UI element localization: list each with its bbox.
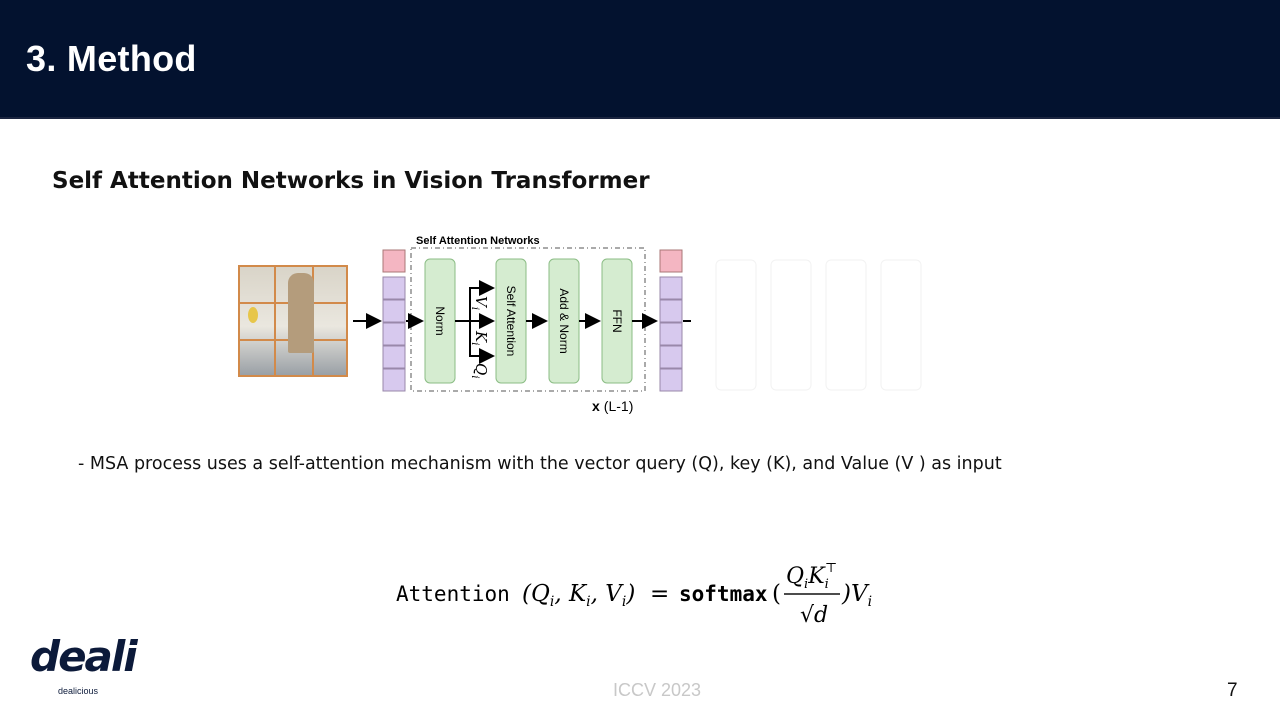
output-tokens [659,249,683,392]
q-label: Qi [469,363,490,379]
arrow-q [469,321,495,364]
input-tokens [382,249,406,392]
page-number: 7 [1227,680,1238,701]
formula-args: (Qi, Ki, Vi) [522,581,635,610]
bullet-msa: - MSA process uses a self-attention mech… [78,454,1002,474]
formula-numerator: QiKi⊤ [786,561,837,592]
section-subtitle: Self Attention Networks in Vision Transf… [52,168,650,194]
svg-text:Vi: Vi [469,296,490,310]
formula-func: Attention [396,582,510,606]
svg-text:Qi: Qi [469,363,490,379]
formula-tail: )Vi [841,581,872,610]
logo-tagline: dealicious [58,686,99,696]
diagram-svg: Self Attention Networks Norm Self Attent… [353,235,691,414]
company-logo: deali dealicious [26,630,138,702]
add-norm-label: Add & Norm [557,288,571,353]
svg-text:Ki: Ki [469,330,490,345]
title-bar: 3. Method [0,0,1280,119]
group-label: Self Attention Networks [416,235,540,247]
input-image-patches [238,265,348,377]
formula-softmax: softmax [679,582,768,606]
self-attention-label: Self Attention [504,286,518,357]
group-box [410,247,646,392]
ffn-label: FFN [610,309,624,332]
svg-text:(: ( [772,581,781,607]
footer-conference: ICCV 2023 [613,680,702,700]
repeat-label: x(L-1) [592,398,633,414]
slide-title: 3. Method [26,38,197,79]
attention-formula: Attention (Qi, Ki, Vi) = softmax ( QiKi⊤… [396,556,896,636]
faded-diagram-remnant [715,259,922,391]
logo-brand: deali [30,632,138,681]
k-label: Ki [469,330,490,345]
v-label: Vi [469,296,490,310]
arrow-v [469,280,495,321]
norm-label: Norm [433,306,447,335]
formula-svg: Attention (Qi, Ki, Vi) = softmax ( QiKi⊤… [396,561,872,628]
formula-denominator: √d [800,603,828,628]
self-attention-diagram: Self Attention Networks Norm Self Attent… [236,230,956,450]
formula-equals: = [650,581,669,607]
